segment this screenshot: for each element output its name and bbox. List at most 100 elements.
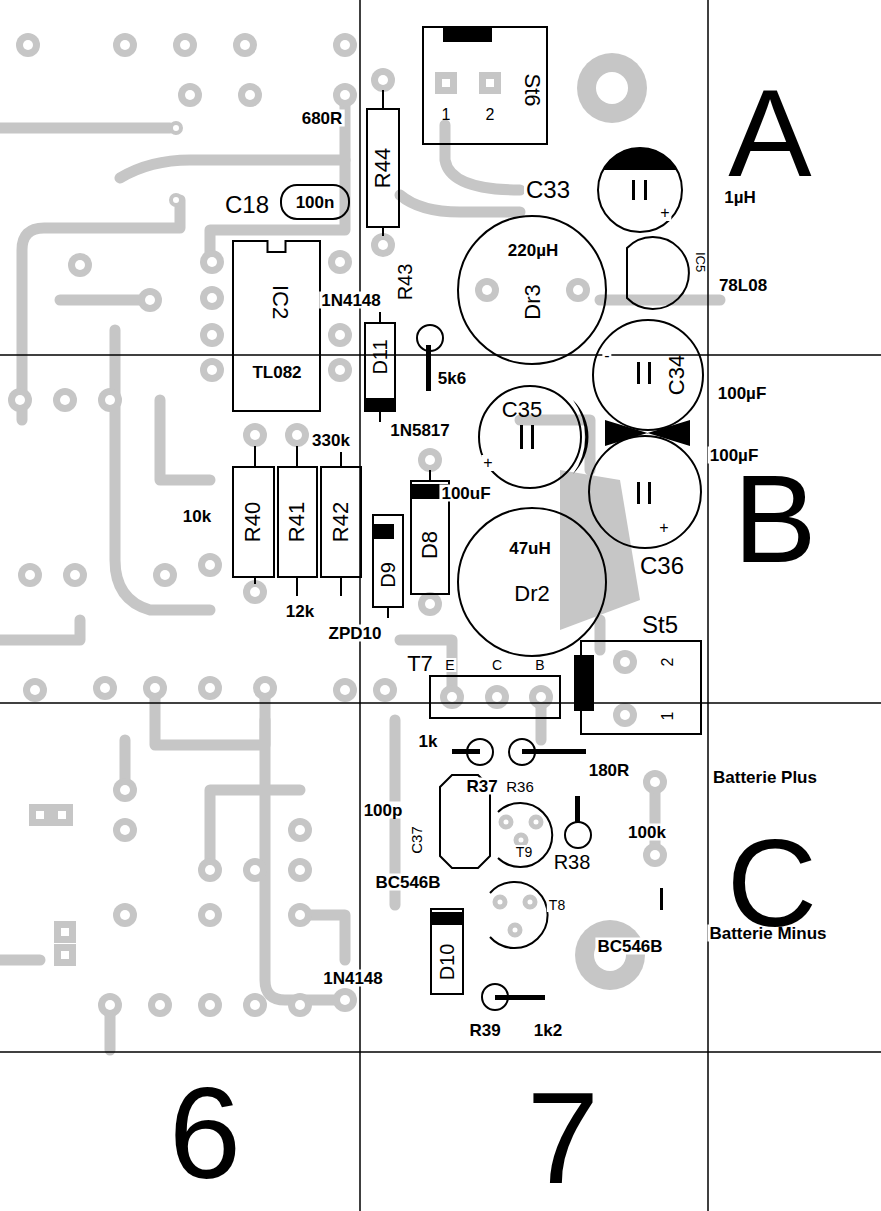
copper-area (560, 470, 640, 630)
part-label: R44 (372, 148, 394, 188)
part-name: T8 (547, 898, 567, 912)
part-name: C37 (409, 824, 424, 856)
part-name: T9 (514, 845, 534, 859)
value-label: ZPD10 (327, 625, 384, 642)
part-name: C33 (524, 178, 572, 202)
outline-shape (233, 241, 320, 411)
value-label: BC546B (373, 874, 442, 891)
resistor-body: R42 (320, 466, 362, 578)
part-label: 1 (442, 107, 451, 123)
value-label: 180R (587, 762, 632, 779)
part-label: R41 (286, 502, 308, 542)
value-label: 1k (417, 733, 440, 750)
inductor-body: 220µH Dr3 (457, 215, 607, 365)
ic-body: IC2TL082 (232, 240, 321, 412)
component-markings (364, 26, 690, 1000)
grid-number: 6 (169, 1068, 241, 1198)
pin-name: E (443, 658, 456, 672)
part-label: TL082 (252, 364, 301, 381)
pin-name: B (533, 658, 546, 672)
outline-shape (367, 109, 399, 227)
resistor-body: R40 (232, 466, 275, 578)
part-label: 220µH (508, 242, 558, 259)
resistor-body: R44 (366, 108, 400, 228)
part-label: D10 (437, 944, 457, 981)
grid-number: 7 (527, 1073, 599, 1203)
outline-shape (373, 515, 403, 607)
solder-pads (8, 33, 667, 1017)
part-label: 47uH (509, 540, 551, 557)
diode-body: D10 (430, 908, 464, 995)
part-name: St5 (640, 613, 680, 637)
polarity-mark: - (602, 348, 611, 364)
value-label: BC546B (595, 938, 664, 955)
outline-shape (423, 27, 547, 144)
outline-shape (479, 386, 581, 488)
part-label: IC2 (269, 285, 291, 319)
value-label: 10k (181, 508, 213, 525)
outline-shape (281, 185, 349, 219)
diode-body: D9 (372, 514, 404, 608)
part-label: 1 (660, 712, 676, 721)
connector-outline: 21 (580, 640, 702, 735)
part-name: R38 (552, 852, 593, 872)
value-label: 1N4148 (319, 292, 383, 309)
polarity-mark: + (658, 205, 671, 221)
outline-shape (365, 323, 395, 411)
inductor-body: 47uH Dr2 (457, 507, 607, 657)
outline (457, 507, 607, 657)
value-label: 100uF (439, 485, 492, 502)
part-label: C35 (502, 399, 542, 421)
value-label: 5k6 (436, 370, 468, 387)
outline-shape (321, 467, 361, 577)
part-label: D9 (378, 562, 398, 588)
part-name: R37 (464, 778, 499, 795)
capacitor-body: 100n (280, 184, 350, 220)
outline-shape (458, 508, 606, 656)
diode-body: D11 (364, 322, 396, 412)
part-label: 2 (486, 107, 495, 123)
outline-shape (581, 641, 701, 734)
part-name: C36 (638, 554, 686, 578)
part-name: T7 (405, 653, 435, 675)
signal-name: Batterie Plus (711, 769, 819, 786)
part-name: R39 (467, 1022, 502, 1039)
part-label: D11 (370, 339, 390, 374)
part-label: Dr2 (514, 583, 549, 605)
value-label: 1k2 (532, 1022, 564, 1039)
part-label: 2 (660, 658, 676, 667)
value-label: 100µF (716, 385, 769, 402)
grid-letter: A (728, 70, 811, 195)
part-label: Dr3 (522, 284, 544, 319)
outline (232, 240, 321, 412)
part-label: C34 (666, 355, 688, 395)
part-label: St6 (521, 73, 543, 106)
part-label: 100n (296, 194, 335, 211)
value-label: 12k (284, 603, 316, 620)
grid-letter: B (733, 456, 816, 581)
outline (372, 514, 404, 608)
part-label: R42 (330, 502, 352, 542)
resistor-body: R41 (277, 466, 318, 578)
value-label: 1N5817 (388, 422, 452, 439)
part-name: R36 (504, 779, 536, 794)
grid-letter: C (727, 820, 817, 945)
value-label: 680R (300, 110, 345, 127)
value-label: 100p (362, 802, 405, 819)
outline-shape (233, 467, 274, 577)
outline-shape (431, 909, 463, 994)
connector-outline: 1 2 St6 (422, 26, 548, 145)
part-label: D8 (419, 531, 441, 559)
part-name: R43 (395, 262, 415, 303)
outline-shape (458, 216, 606, 364)
outline-shape (593, 320, 703, 430)
polarity-mark: + (657, 520, 670, 536)
transistor-pads (495, 817, 541, 935)
capacitor-body: C34 (592, 319, 704, 431)
outline-shape (278, 467, 317, 577)
value-label: 1N4148 (321, 970, 385, 987)
part-label: R40 (242, 502, 264, 542)
capacitor-body: C35 (478, 385, 582, 489)
